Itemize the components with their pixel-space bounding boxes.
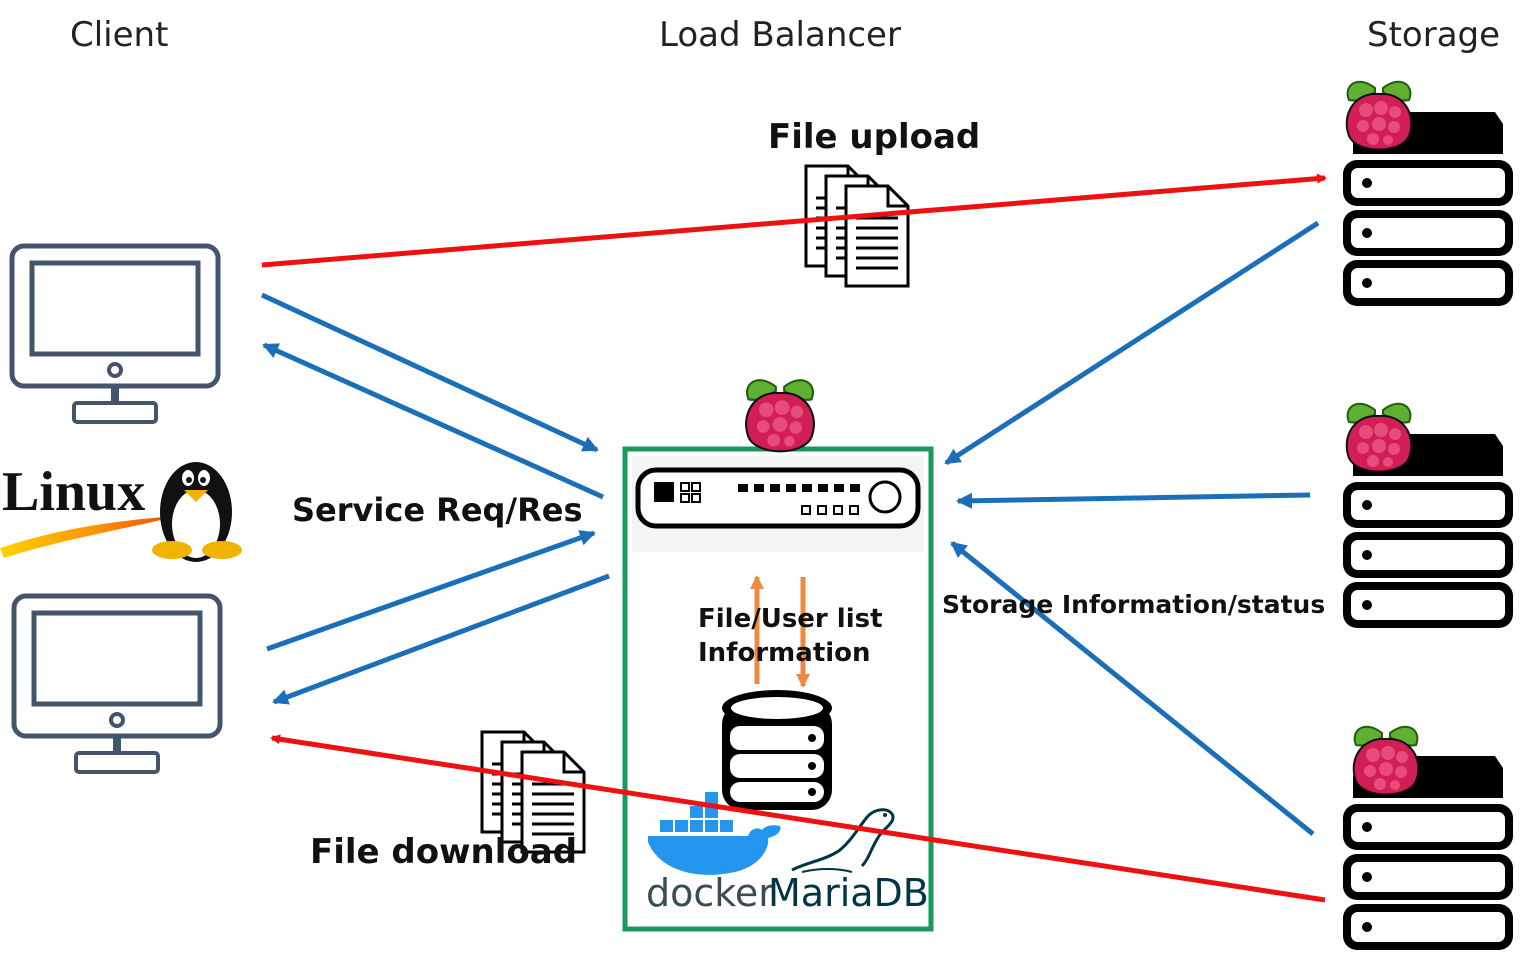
client-monitor-bottom: [14, 596, 220, 772]
storage-info-status-label: Storage Information/status: [942, 590, 1326, 619]
mariadb-logo-text: MariaDB: [768, 871, 929, 915]
raspberry-pi-icon-storage-2: [1345, 402, 1413, 473]
db-info-label-line2: Information: [698, 638, 871, 668]
client-monitor-top: [12, 246, 218, 422]
file-upload-arrow: [261, 173, 1327, 268]
storage-status-arrow-3: [950, 541, 1315, 836]
service-response-arrow-top: [262, 342, 605, 500]
storage-column-title: Storage: [1367, 15, 1501, 55]
load-balancer-column-title: Load Balancer: [659, 15, 901, 55]
client-column-title: Client: [70, 15, 169, 55]
raspberry-pi-icon-lb: [745, 379, 815, 453]
storage-status-arrow-1: [944, 220, 1320, 466]
load-balancer-device-icon: [635, 467, 921, 529]
mariadb-seal-icon: [791, 808, 895, 873]
db-info-label-line1: File/User list: [698, 604, 883, 634]
service-request-arrow-bottom: [266, 530, 596, 652]
docker-whale-icon: [648, 792, 781, 875]
service-response-arrow-bottom: [272, 573, 610, 705]
file-download-arrow: [270, 734, 1326, 903]
storage-status-arrow-2: [956, 492, 1311, 509]
docker-logo-text: docker: [646, 871, 774, 915]
database-icon: [722, 690, 832, 810]
file-download-label: File download: [310, 832, 578, 872]
raspberry-pi-icon-storage-1: [1345, 80, 1413, 151]
linux-logo: Linux: [0, 461, 242, 562]
tux-penguin-icon: [152, 462, 242, 562]
service-request-arrow-top: [260, 292, 599, 453]
raspberry-pi-icon-storage-3: [1352, 725, 1420, 796]
service-req-res-label: Service Req/Res: [292, 491, 583, 529]
linux-logo-text: Linux: [2, 461, 145, 523]
file-upload-label: File upload: [768, 117, 981, 157]
upload-documents-icon: [806, 166, 908, 286]
